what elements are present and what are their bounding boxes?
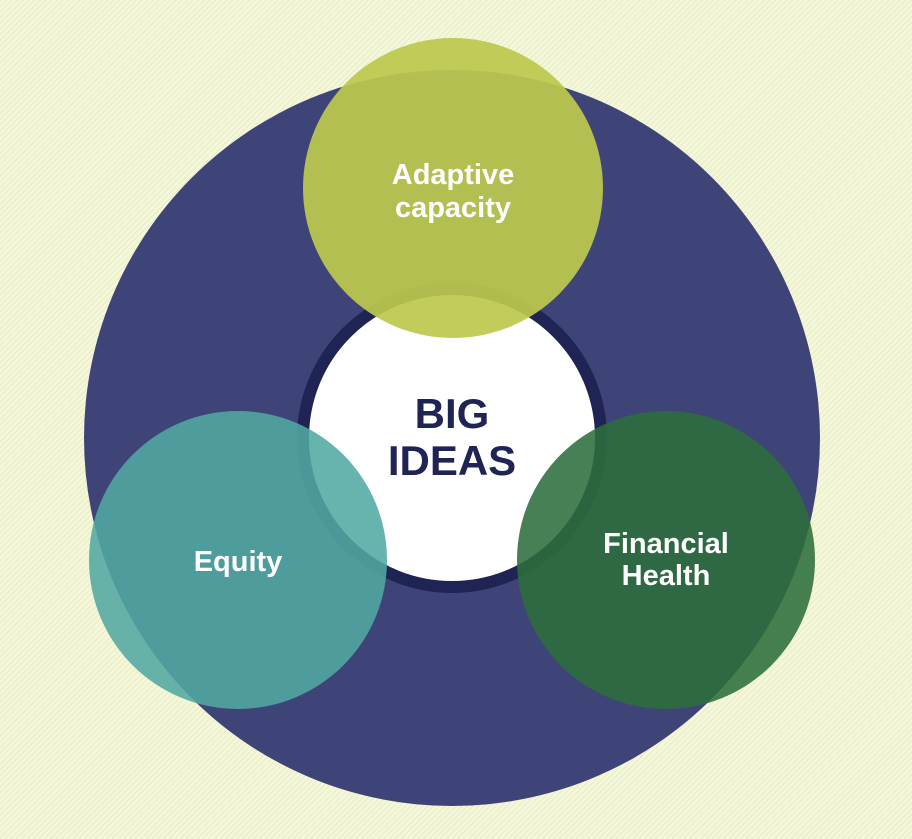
equity-circle xyxy=(89,411,387,709)
financial-health-label-line2: Health xyxy=(622,560,711,592)
equity-label: Equity xyxy=(194,546,283,578)
adaptive-capacity-label-line2: capacity xyxy=(395,192,511,224)
financial-health-circle xyxy=(517,411,815,709)
adaptive-capacity-circle xyxy=(303,38,603,338)
financial-health-label-line1: Financial xyxy=(603,528,729,560)
center-label-line2: IDEAS xyxy=(388,437,516,484)
center-label-line1: BIG xyxy=(415,390,490,437)
adaptive-capacity-label-line1: Adaptive xyxy=(392,159,514,191)
